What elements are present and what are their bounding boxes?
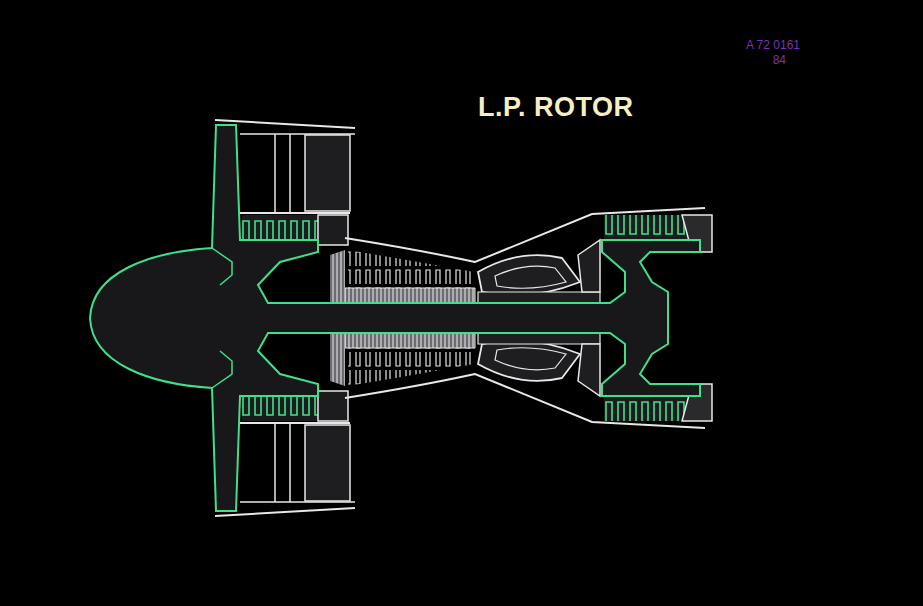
diagram-title: L.P. ROTOR [478, 92, 634, 123]
reference-number: A 72 0161 [746, 38, 800, 52]
reference-number: 84 [773, 53, 786, 67]
upper-half [90, 120, 712, 318]
lower-half [90, 318, 712, 516]
